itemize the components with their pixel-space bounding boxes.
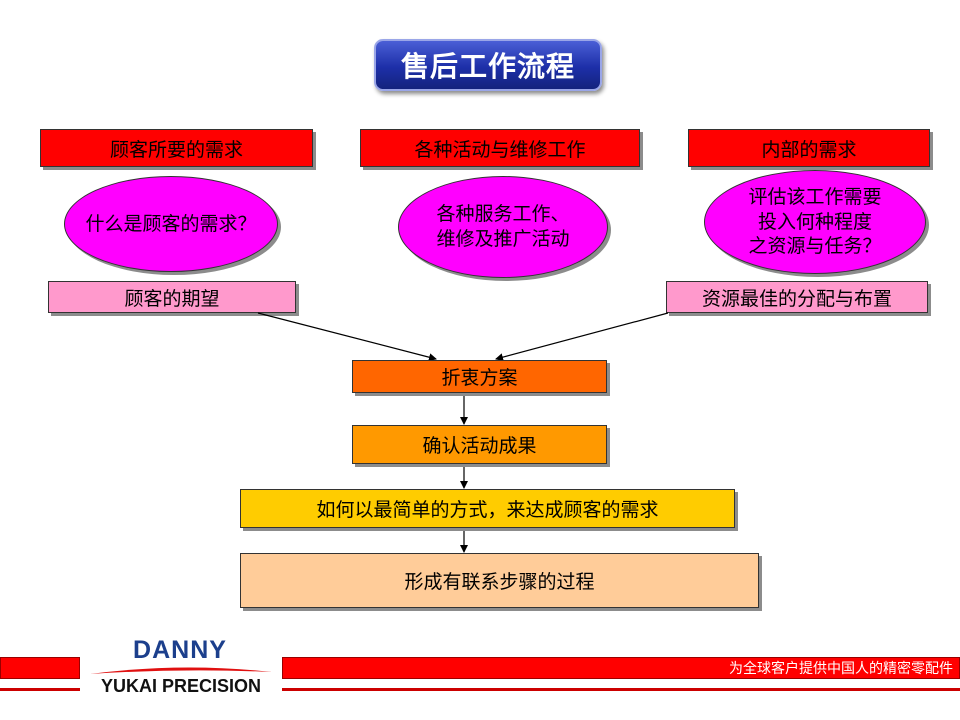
bubble-line: 什么是顾客的需求？ — [85, 212, 257, 235]
header-customer-needs: 顾客所要的需求 — [40, 129, 313, 167]
bubble-line: 投入何种程度 — [757, 210, 872, 233]
page-title: 售后工作流程 — [374, 39, 602, 91]
bubble-line: 之资源与任务？ — [748, 235, 882, 258]
flow-simplest-way: 如何以最简单的方式，来达成顾客的需求 — [240, 489, 735, 528]
header-internal-needs: 内部的需求 — [688, 129, 930, 167]
footer-line-left — [0, 688, 80, 691]
bubble-customer-needs: 什么是顾客的需求？ — [64, 176, 278, 272]
company-logo: DANNY YUKAI PRECISION — [86, 636, 276, 698]
result-resource-allocation: 资源最佳的分配与布置 — [666, 281, 928, 313]
flow-linked-process: 形成有联系步骤的过程 — [240, 553, 759, 608]
arrow-allocation-to-compromise — [495, 312, 669, 362]
arrow-expectation-to-compromise — [257, 312, 437, 362]
result-customer-expectation: 顾客的期望 — [48, 281, 296, 313]
footer-slogan-text: 为全球客户提供中国人的精密零配件 — [729, 661, 953, 677]
flow-confirm-results: 确认活动成果 — [352, 425, 607, 464]
header-activities: 各种活动与维修工作 — [360, 129, 640, 167]
bubble-line: 评估该工作需要 — [748, 185, 882, 208]
bubble-line: 各种服务工作、 — [436, 203, 570, 226]
logo-yukai-precision: YUKAI PRECISION — [100, 676, 262, 696]
footer-line-right — [282, 688, 960, 691]
footer-slogan: 为全球客户提供中国人的精密零配件 — [282, 657, 960, 679]
flow-compromise: 折衷方案 — [352, 360, 607, 393]
logo-swoosh-icon — [90, 667, 272, 674]
bubble-internal-needs: 评估该工作需要 投入何种程度 之资源与任务？ — [704, 170, 926, 274]
logo-danny: DANNY — [133, 636, 227, 664]
bubble-activities: 各种服务工作、 维修及推广活动 — [398, 176, 608, 278]
footer-bar-left — [0, 657, 80, 679]
bubble-line: 维修及推广活动 — [436, 228, 570, 250]
